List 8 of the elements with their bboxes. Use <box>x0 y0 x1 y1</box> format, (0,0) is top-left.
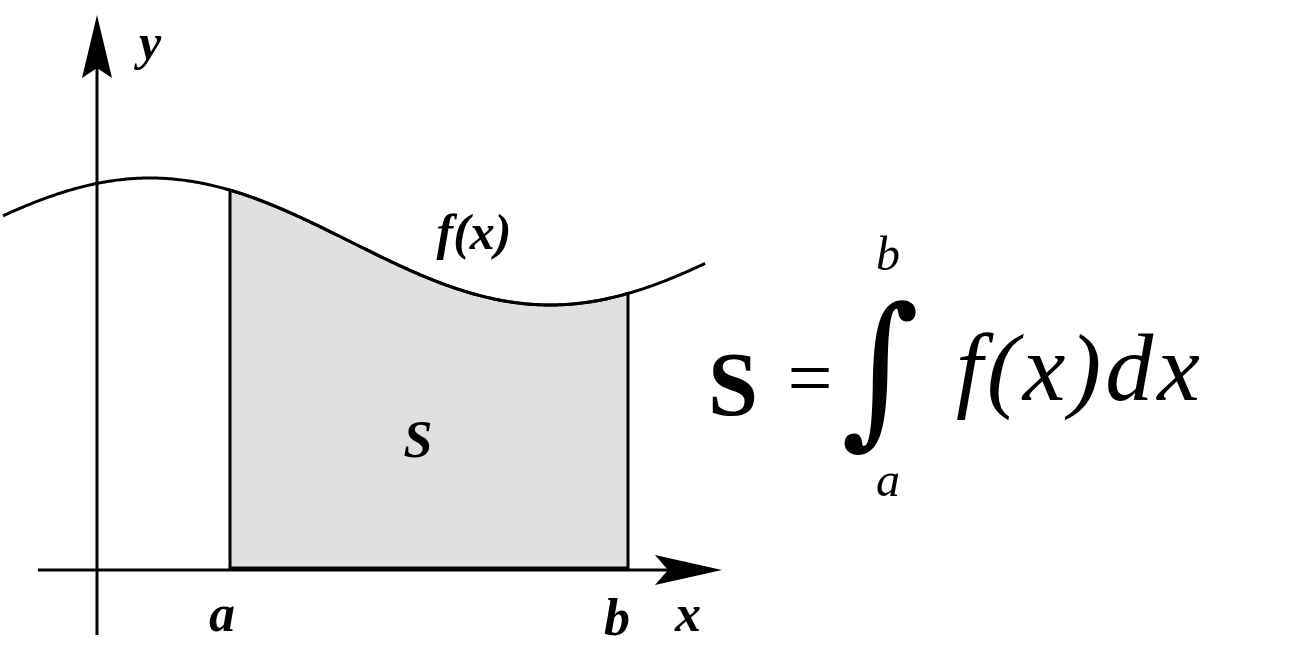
equals-sign: = <box>787 338 833 418</box>
lower-limit: a <box>876 456 900 504</box>
axis-label: x <box>675 588 701 640</box>
upper-limit: b <box>876 230 900 278</box>
bound-label: a <box>209 588 235 640</box>
area-label: S <box>403 414 433 466</box>
area-symbol: S <box>707 340 759 430</box>
bound-label: b <box>604 592 630 644</box>
